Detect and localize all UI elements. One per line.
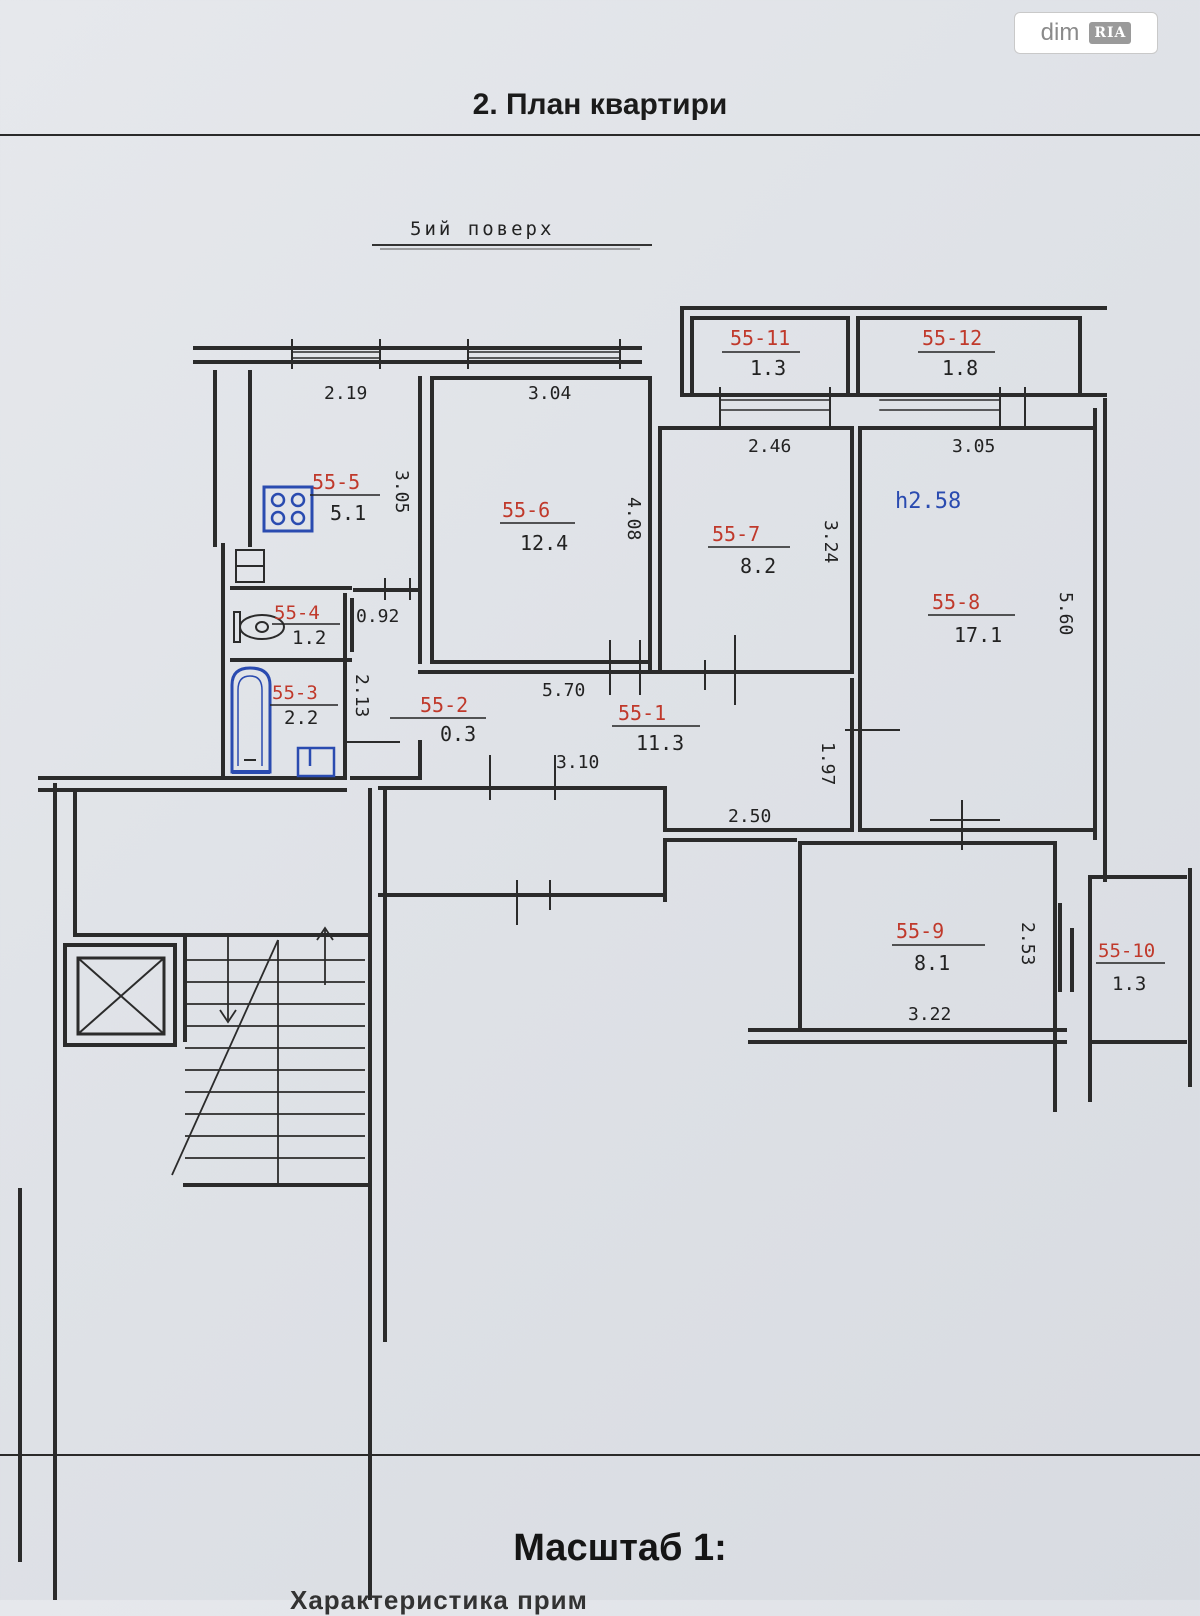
room-55-10: 55-10 1.3 bbox=[1096, 940, 1165, 995]
room-55-11: 55-11 1.3 bbox=[722, 326, 800, 380]
door-marks bbox=[345, 578, 1000, 925]
room-code: 55-11 bbox=[730, 326, 790, 350]
dim-room9-depth: 2.53 bbox=[1017, 922, 1038, 965]
dim-room8-depth: 5.60 bbox=[1055, 592, 1076, 635]
dim-room7-depth: 3.24 bbox=[820, 520, 841, 563]
dim-room9-width: 3.22 bbox=[908, 1004, 951, 1025]
dim-wc-width: 0.92 bbox=[356, 606, 399, 627]
ceiling-height-label: h2.58 bbox=[895, 489, 961, 514]
room-55-8: 55-8 17.1 bbox=[928, 590, 1015, 647]
room-code: 55-1 bbox=[618, 701, 666, 725]
room-area: 1.2 bbox=[292, 627, 326, 649]
room-area: 8.2 bbox=[740, 554, 776, 578]
kitchen-sink-icon bbox=[235, 549, 265, 583]
room-labels: 55-5 5.1 55-6 12.4 55-7 8.2 55-8 17.1 55… bbox=[270, 326, 1165, 995]
room-area: 17.1 bbox=[954, 623, 1002, 647]
room-code: 55-10 bbox=[1098, 940, 1155, 962]
room-55-3: 55-3 2.2 bbox=[270, 682, 338, 729]
dim-corridor-length: 5.70 bbox=[542, 680, 585, 701]
dim-kitchen-width: 2.19 bbox=[324, 383, 367, 404]
room-code: 55-6 bbox=[502, 498, 550, 522]
room-55-2: 55-2 0.3 bbox=[390, 693, 486, 746]
dim-room8-width: 3.05 bbox=[952, 436, 995, 457]
room-55-1: 55-1 11.3 bbox=[612, 701, 700, 755]
dim-bath-depth: 2.13 bbox=[351, 674, 372, 717]
room-area: 1.3 bbox=[1112, 973, 1146, 995]
characteristics-heading: Характеристика прим bbox=[290, 1585, 588, 1615]
room-code: 55-8 bbox=[932, 590, 980, 614]
dim-hall-width: 2.50 bbox=[728, 806, 771, 827]
title-rule bbox=[0, 134, 1200, 136]
dim-room6-depth: 4.08 bbox=[623, 497, 644, 540]
room-area: 2.2 bbox=[284, 707, 318, 729]
dim-room6-width: 3.04 bbox=[528, 383, 571, 404]
bathtub-icon bbox=[230, 666, 272, 774]
watermark-dim-text: dim bbox=[1040, 19, 1080, 46]
stairs bbox=[171, 926, 365, 1185]
room-55-7: 55-7 8.2 bbox=[708, 522, 790, 578]
floor-label: 5ий поверх bbox=[410, 218, 555, 240]
toilet-icon bbox=[233, 611, 285, 643]
room-code: 55-3 bbox=[272, 682, 318, 704]
room-code: 55-5 bbox=[312, 470, 360, 494]
room-area: 1.3 bbox=[750, 356, 786, 380]
room-code: 55-7 bbox=[712, 522, 760, 546]
dim-corridor-lower: 3.10 bbox=[556, 752, 599, 773]
dim-ria-watermark: dim RIA bbox=[1014, 12, 1158, 54]
room-code: 55-12 bbox=[922, 326, 982, 350]
footer-rule bbox=[0, 1454, 1200, 1456]
dim-kitchen-depth: 3.05 bbox=[391, 470, 412, 513]
room-55-6: 55-6 12.4 bbox=[500, 498, 575, 555]
room-area: 12.4 bbox=[520, 531, 568, 555]
room-code: 55-4 bbox=[274, 602, 320, 624]
walls bbox=[18, 306, 1192, 1600]
dimension-labels: 2.19 3.04 2.46 3.05 3.05 4.08 3.24 5.60 … bbox=[324, 383, 1076, 1025]
page-title: 2. План квартири bbox=[472, 88, 728, 121]
room-area: 8.1 bbox=[914, 951, 950, 975]
room-area: 11.3 bbox=[636, 731, 684, 755]
room-55-5: 55-5 5.1 bbox=[310, 470, 380, 525]
room-area: 0.3 bbox=[440, 722, 476, 746]
dim-room7-width: 2.46 bbox=[748, 436, 791, 457]
dim-hall-depth: 1.97 bbox=[817, 742, 838, 785]
room-area: 1.8 bbox=[942, 356, 978, 380]
elevator-shaft bbox=[76, 956, 166, 1036]
room-55-9: 55-9 8.1 bbox=[892, 919, 985, 975]
room-code: 55-2 bbox=[420, 693, 468, 717]
room-area: 5.1 bbox=[330, 501, 366, 525]
gas-stove-icon bbox=[262, 485, 314, 533]
room-55-4: 55-4 1.2 bbox=[272, 602, 340, 649]
watermark-ria-logo: RIA bbox=[1089, 22, 1132, 44]
scale-label: Масштаб 1: bbox=[513, 1527, 727, 1569]
room-code: 55-9 bbox=[896, 919, 944, 943]
room-55-12: 55-12 1.8 bbox=[918, 326, 995, 380]
wash-basin-icon bbox=[296, 746, 336, 778]
